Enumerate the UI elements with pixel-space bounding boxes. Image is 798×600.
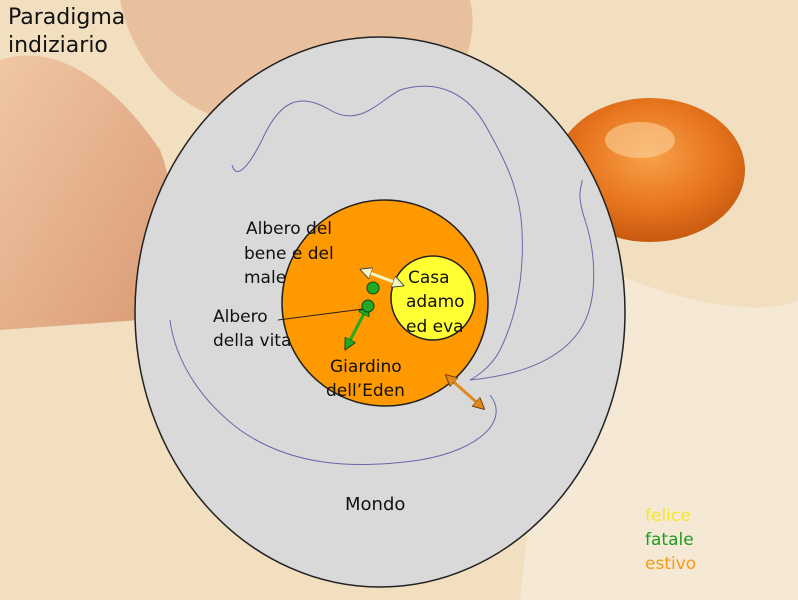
legend: felice fatale estivo — [645, 504, 696, 576]
garden-circle — [281, 199, 489, 407]
legend-item-estivo: estivo — [645, 554, 697, 574]
legend-item-felice: felice — [645, 506, 691, 526]
legend-item-fatale: fatale — [645, 530, 694, 550]
river-line — [469, 179, 595, 381]
world-label: Mondo — [345, 494, 405, 515]
house-circle — [390, 255, 476, 341]
tree-good-evil-label: Albero del bene e del male — [244, 219, 339, 288]
arrow-garden-to-world — [447, 376, 483, 408]
tree-life-label: Albero della vita — [213, 307, 291, 351]
house-label: Casa adamo ed eva — [406, 268, 470, 337]
eggshell-left — [0, 55, 171, 330]
river-line — [231, 85, 523, 381]
tree-good-evil-dot — [366, 281, 380, 295]
tree-life-dot — [361, 299, 375, 313]
river-line — [169, 319, 497, 466]
garden-label: Giardino dell’Eden — [326, 357, 407, 401]
tree-life-pointer — [277, 308, 364, 321]
diagram-title: Paradigma indiziario — [8, 5, 126, 58]
arrow-life-tree — [346, 306, 368, 348]
arrow-tree-to-house — [362, 270, 402, 285]
